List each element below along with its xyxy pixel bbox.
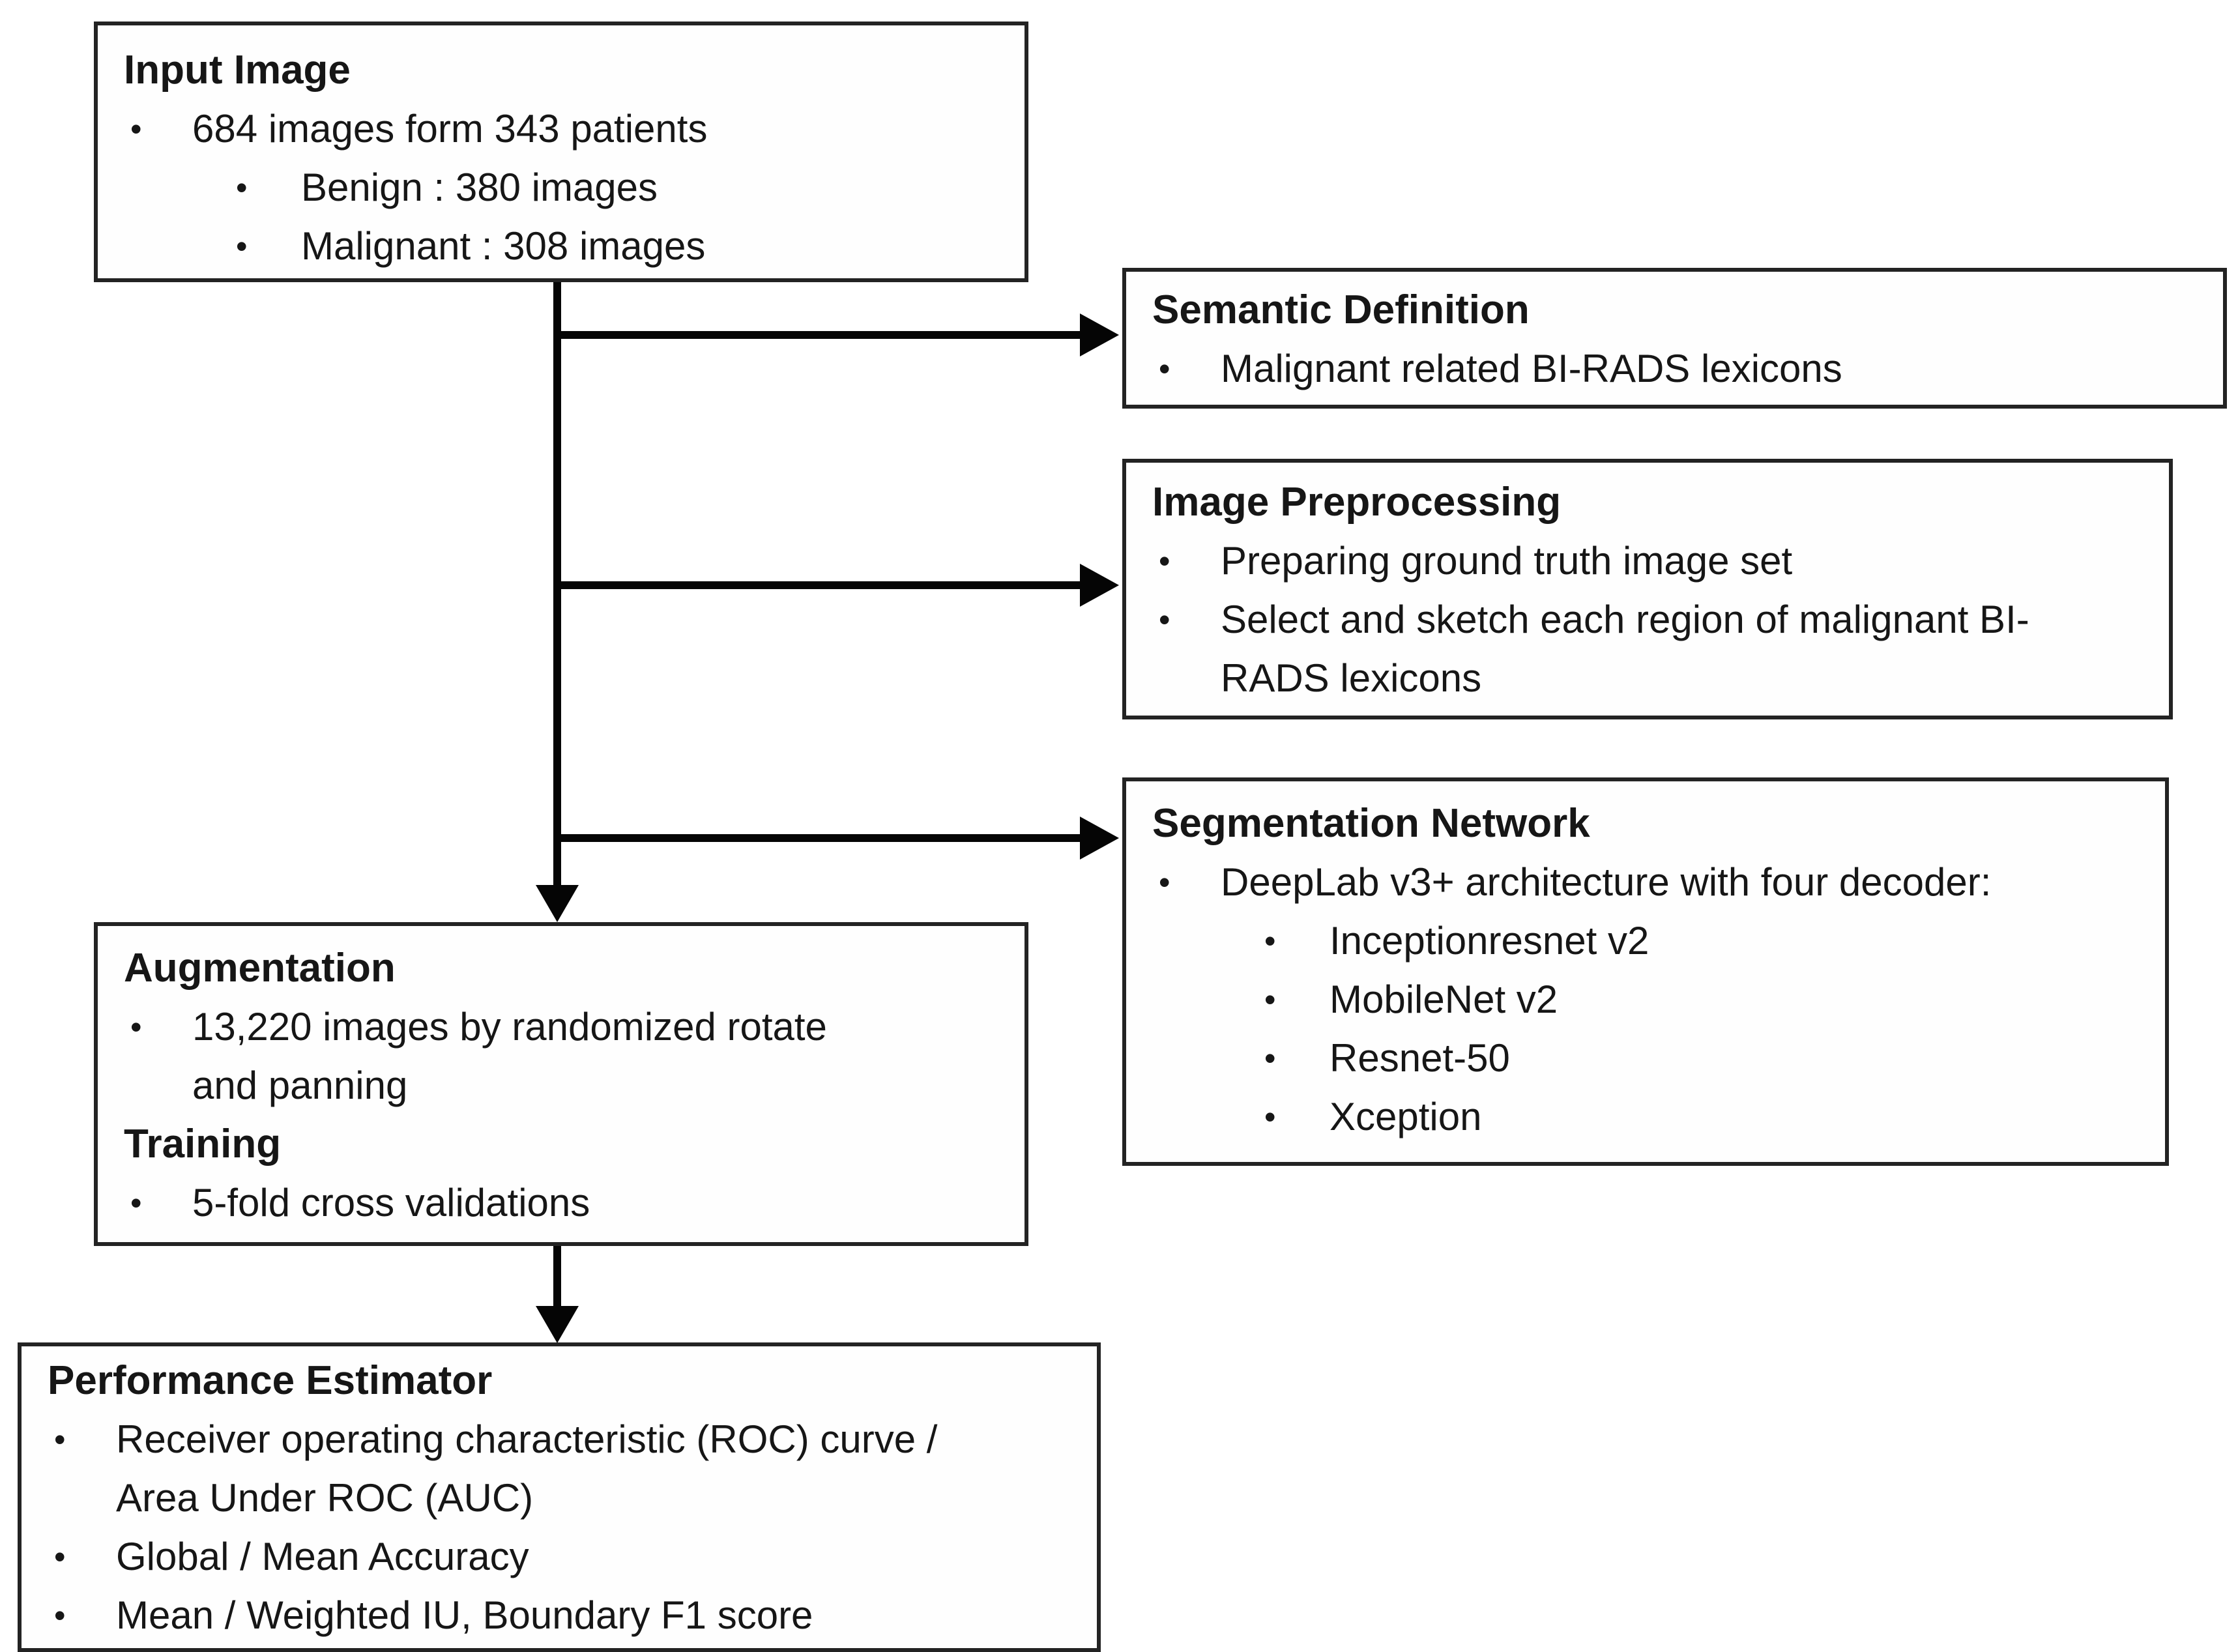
bullet-icon: • — [236, 228, 248, 265]
box-title: Performance Estimator — [48, 1358, 493, 1403]
list-item-continuation: and panning — [98, 1056, 1025, 1115]
list-item: • Mean / Weighted IU, Boundary F1 score — [22, 1586, 1097, 1645]
arrow-right-icon — [1080, 817, 1119, 860]
box-title: Segmentation Network — [1152, 801, 1590, 846]
list-item-text: Resnet-50 — [1330, 1036, 1510, 1080]
flow-arrow-to-semantic-definition — [553, 331, 1081, 339]
list-item-text: Inceptionresnet v2 — [1330, 919, 1649, 963]
bullet-icon: • — [54, 1597, 66, 1634]
bullet-icon: • — [1264, 923, 1276, 959]
list-item-text: Xception — [1330, 1095, 1482, 1138]
list-item: • Malignant related BI-RADS lexicons — [1126, 340, 2223, 398]
flow-arrow-to-performance-estimator — [553, 1246, 561, 1307]
bullet-icon: • — [130, 1009, 142, 1045]
bullet-icon: • — [1159, 543, 1170, 579]
bullet-icon: • — [54, 1421, 66, 1458]
list-item-text: Malignant related BI-RADS lexicons — [1221, 347, 1842, 390]
list-item-text: Preparing ground truth image set — [1221, 539, 1793, 583]
bullet-icon: • — [236, 169, 248, 206]
bullet-icon: • — [1159, 351, 1170, 387]
list-item-text: Global / Mean Accuracy — [116, 1535, 529, 1578]
box-augmentation-training: Augmentation • 13,220 images by randomiz… — [94, 922, 1028, 1246]
list-item-text: MobileNet v2 — [1330, 978, 1558, 1021]
box-semantic-definition: Semantic Definition • Malignant related … — [1122, 268, 2227, 409]
list-item: • Inceptionresnet v2 — [1126, 912, 2165, 970]
list-item-text: Mean / Weighted IU, Boundary F1 score — [116, 1593, 813, 1637]
flow-arrow-to-segmentation-network — [553, 834, 1081, 842]
box-performance-estimator: Performance Estimator • Receiver operati… — [18, 1342, 1101, 1652]
list-item: • 13,220 images by randomized rotate — [98, 998, 1025, 1056]
list-item-text: 684 images form 343 patients — [192, 107, 708, 151]
list-item: • Resnet-50 — [1126, 1029, 2165, 1088]
arrow-right-icon — [1080, 313, 1119, 356]
list-item-text: RADS lexicons — [1221, 656, 1482, 700]
box-input-image: Input Image • 684 images form 343 patien… — [94, 22, 1028, 282]
box-image-preprocessing: Image Preprocessing • Preparing ground t… — [1122, 459, 2173, 719]
box-title: Image Preprocessing — [1152, 480, 1562, 525]
list-item: • Xception — [1126, 1088, 2165, 1146]
box-title: Input Image — [124, 48, 351, 93]
box-segmentation-network: Segmentation Network • DeepLab v3+ archi… — [1122, 777, 2169, 1166]
bullet-icon: • — [130, 111, 142, 147]
section-title-augmentation: Augmentation — [124, 946, 396, 991]
list-item-text: 5-fold cross validations — [192, 1181, 590, 1225]
list-item: • MobileNet v2 — [1126, 970, 2165, 1029]
list-item-text: Receiver operating characteristic (ROC) … — [116, 1417, 938, 1461]
bullet-icon: • — [1264, 1099, 1276, 1135]
list-item-text: Select and sketch each region of maligna… — [1221, 598, 2029, 641]
bullet-icon: • — [1264, 1040, 1276, 1077]
arrow-down-icon — [536, 885, 579, 922]
list-item-text: and panning — [192, 1064, 408, 1107]
list-item-text: Benign : 380 images — [301, 166, 658, 209]
list-item: • Global / Mean Accuracy — [22, 1528, 1097, 1586]
arrow-right-icon — [1080, 564, 1119, 607]
list-item-text: 13,220 images by randomized rotate — [192, 1005, 827, 1049]
list-item-continuation: Area Under ROC (AUC) — [22, 1469, 1097, 1528]
list-item: • 684 images form 343 patients — [98, 100, 1025, 158]
bullet-icon: • — [1159, 601, 1170, 638]
bullet-icon: • — [1264, 981, 1276, 1018]
list-item-continuation: RADS lexicons — [1126, 649, 2169, 708]
list-item-text: Area Under ROC (AUC) — [116, 1476, 534, 1520]
flow-arrow-to-image-preprocessing — [553, 581, 1081, 589]
list-item: • 5-fold cross validations — [98, 1174, 1025, 1232]
list-item: • Receiver operating characteristic (ROC… — [22, 1410, 1097, 1469]
list-item: • Malignant : 308 images — [98, 217, 1025, 276]
list-item-text: Malignant : 308 images — [301, 224, 706, 268]
bullet-icon: • — [130, 1185, 142, 1221]
arrow-down-icon — [536, 1306, 579, 1343]
section-title-training: Training — [124, 1122, 282, 1167]
list-item: • Preparing ground truth image set — [1126, 532, 2169, 590]
bullet-icon: • — [54, 1539, 66, 1575]
bullet-icon: • — [1159, 864, 1170, 901]
list-item: • Benign : 380 images — [98, 158, 1025, 217]
box-title: Semantic Definition — [1152, 287, 1530, 332]
list-item: • Select and sketch each region of malig… — [1126, 590, 2169, 649]
list-item: • DeepLab v3+ architecture with four dec… — [1126, 853, 2165, 912]
list-item-text: DeepLab v3+ architecture with four decod… — [1221, 860, 1992, 904]
